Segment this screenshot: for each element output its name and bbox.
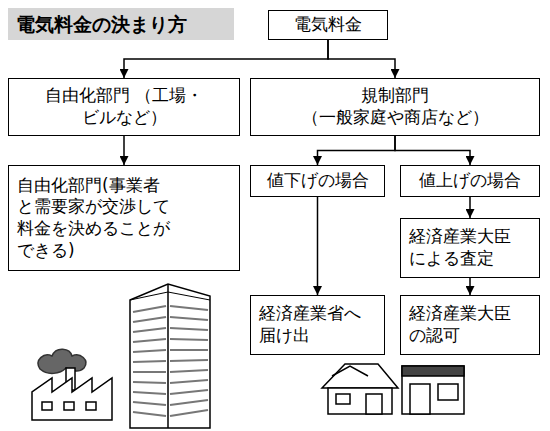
building-illustration — [130, 284, 210, 428]
process-box: 自由化部門(事業者 と需要家が交渉して 料金を決めることが できる) — [8, 165, 240, 271]
process-box: 値下げの場合 — [250, 165, 385, 197]
flow-arrow — [328, 40, 395, 78]
flow-arrow — [123, 136, 125, 165]
box-text: 値下げの場合 — [267, 170, 369, 192]
box-text: 経済産業省へ 届け出 — [259, 303, 376, 347]
box-text: 電気料金 — [294, 14, 362, 36]
flow-arrow — [469, 278, 471, 295]
box-text: 自由化部門(事業者 と需要家が交渉して 料金を決めることが できる) — [17, 175, 182, 262]
process-box: 経済産業省へ 届け出 — [250, 295, 385, 355]
flow-arrow — [469, 197, 471, 218]
flow-arrow — [318, 136, 396, 165]
process-box: 経済産業大臣 の認可 — [400, 295, 540, 355]
box-text: 値上げの場合 — [419, 170, 521, 192]
flow-arrow — [124, 40, 328, 78]
house-illustration — [322, 364, 398, 414]
box-text: 経済産業大臣 の認可 — [409, 303, 531, 347]
factory-illustration — [32, 349, 112, 420]
process-box: 電気料金 — [268, 10, 388, 40]
process-box: 規制部門 （一般家庭や商店など） — [250, 78, 540, 136]
diagram-title: 電気料金の決まり方 — [8, 8, 234, 40]
process-box: 値上げの場合 — [400, 165, 540, 197]
flow-arrow — [395, 136, 470, 165]
process-box: 自由化部門 （工場・ビルなど） — [8, 78, 240, 136]
box-text: 規制部門 （一般家庭や商店など） — [295, 85, 495, 129]
flow-arrow — [317, 197, 319, 295]
shop-illustration — [402, 366, 464, 414]
box-text: 経済産業大臣 による査定 — [409, 226, 531, 270]
box-text: 自由化部門 （工場・ビルなど） — [17, 85, 231, 129]
process-box: 経済産業大臣 による査定 — [400, 218, 540, 278]
